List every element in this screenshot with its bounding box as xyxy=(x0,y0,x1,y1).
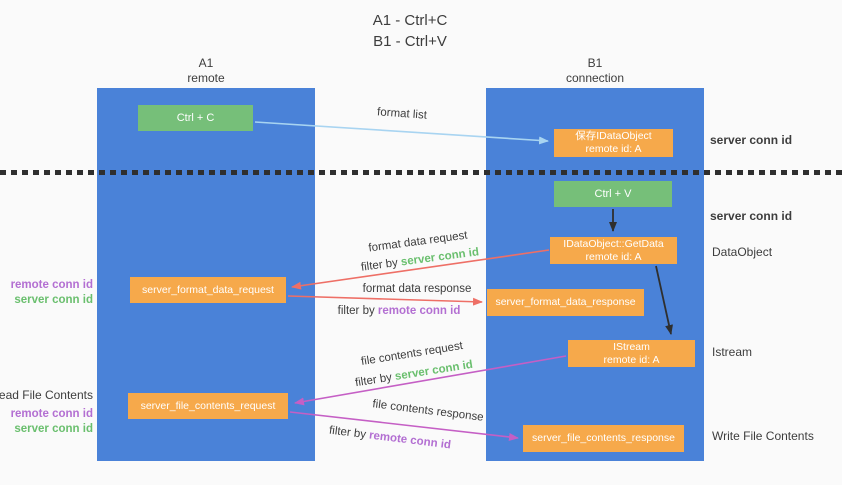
filter-by-text: filter by xyxy=(360,256,402,274)
getdata-node: IDataObject::GetData remote id: A xyxy=(550,237,677,264)
lifeline-b1-header: B1 connection xyxy=(486,56,704,86)
file-contents-response-label: file contents response xyxy=(371,398,485,424)
ctrl-c-label: Ctrl + C xyxy=(176,112,215,124)
lifeline-a1-id: A1 xyxy=(198,56,214,70)
file-response-label: server_file_contents_response xyxy=(531,432,675,444)
ctrl-c-node: Ctrl + C xyxy=(138,105,253,131)
format-request-label: server_format_data_request xyxy=(142,283,274,296)
istream-node: IStream remote id: A xyxy=(568,340,695,367)
remote-conn-id-label-left-1: remote conn id xyxy=(10,279,93,291)
write-file-contents-label: Write File Contents xyxy=(712,429,814,443)
diagram-title: A1 - Ctrl+C B1 - Ctrl+V xyxy=(373,10,448,52)
filter-by-text: filter by xyxy=(337,305,378,317)
remote-conn-id-label-left-2: remote conn id xyxy=(10,408,93,420)
remote-conn-id-text: remote conn id xyxy=(368,429,452,452)
server-conn-id-label-right-2: server conn id xyxy=(710,209,793,223)
istream-line2: remote id: A xyxy=(603,353,660,366)
lifeline-b1-role: connection xyxy=(565,71,625,85)
getdata-line1: IDataObject::GetData xyxy=(563,237,664,250)
save-idataobject-line2: remote id: A xyxy=(585,143,642,155)
save-idataobject-node: 保存IDataObject remote id: A xyxy=(554,129,673,157)
file-request-node: server_file_contents_request xyxy=(128,393,288,419)
ctrl-v-node: Ctrl + V xyxy=(554,181,672,207)
filter-by-text: filter by xyxy=(328,424,370,442)
getdata-line2: remote id: A xyxy=(585,250,642,263)
file-response-node: server_file_contents_response xyxy=(523,425,684,452)
remote-conn-id-text: remote conn id xyxy=(377,305,461,317)
session-separator-dotted-line xyxy=(0,170,842,175)
server-conn-id-text: server conn id xyxy=(400,246,480,269)
istream-line1: IStream xyxy=(613,340,650,353)
filter-by-text: filter by xyxy=(354,371,396,390)
file-request-label: server_file_contents_request xyxy=(140,399,276,412)
conn-id-pair-left-1: remote conn id server conn id xyxy=(11,278,93,308)
istream-side-label: Istream xyxy=(712,345,753,359)
lifeline-b1-id: B1 xyxy=(587,56,603,70)
filter-by-remote-conn-id-label-1: filter by remote conn id xyxy=(338,305,461,317)
format-request-node: server_format_data_request xyxy=(130,277,286,303)
server-conn-id-label-right-1: server conn id xyxy=(710,133,793,147)
title-line-2: B1 - Ctrl+V xyxy=(373,33,447,50)
format-data-response-arrow xyxy=(287,295,483,306)
server-conn-id-label-left-1: server conn id xyxy=(14,294,93,306)
format-response-label: server_format_data_response xyxy=(495,296,636,308)
read-file-contents-label: Read File Contents xyxy=(0,388,93,402)
server-conn-id-text: server conn id xyxy=(394,358,474,383)
server-conn-id-label-left-2: server conn id xyxy=(14,423,93,435)
lifeline-a1-header: A1 remote xyxy=(97,56,315,86)
conn-id-pair-left-2: remote conn id server conn id xyxy=(11,407,93,437)
format-list-label: format list xyxy=(376,106,428,122)
format-data-response-label: format data response xyxy=(362,283,472,295)
title-line-1: A1 - Ctrl+C xyxy=(372,12,448,29)
ctrl-v-label: Ctrl + V xyxy=(594,188,632,200)
lifeline-a1-role: remote xyxy=(187,71,225,85)
data-object-label: DataObject xyxy=(712,245,773,259)
filter-by-remote-conn-id-label-2: filter by remote conn id xyxy=(328,425,451,452)
save-idataobject-line1: 保存IDataObject xyxy=(575,130,652,142)
format-response-node: server_format_data_response xyxy=(487,289,644,316)
